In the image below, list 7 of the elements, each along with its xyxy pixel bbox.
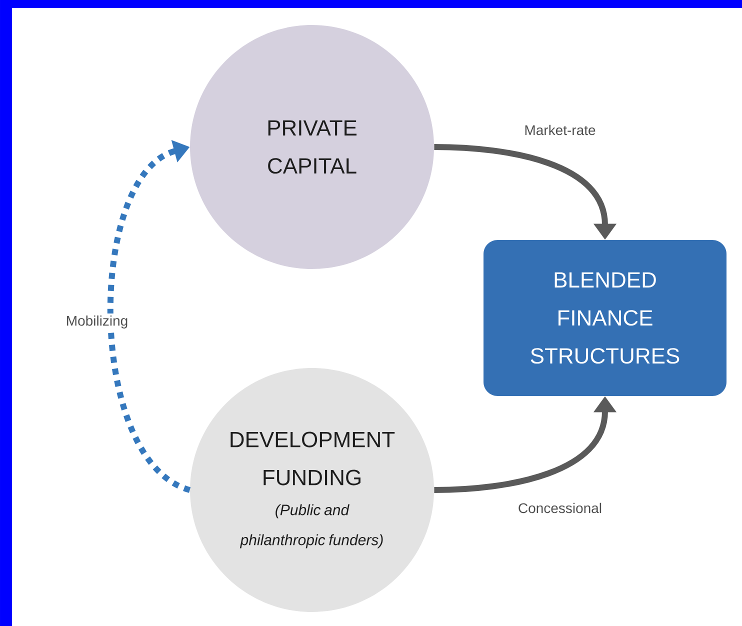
circle-node: PRIVATE CAPITAL: [190, 25, 434, 269]
process-box: BLENDED FINANCE STRUCTURES: [484, 240, 726, 396]
edge-label: Concessional: [516, 500, 604, 516]
edge-label: Mobilizing: [64, 313, 130, 331]
arrow: [108, 140, 192, 493]
circle-node: DEVELOPMENT FUNDING (Public and philanthropic funders): [190, 368, 434, 612]
edge-label: Market-rate: [522, 122, 598, 138]
